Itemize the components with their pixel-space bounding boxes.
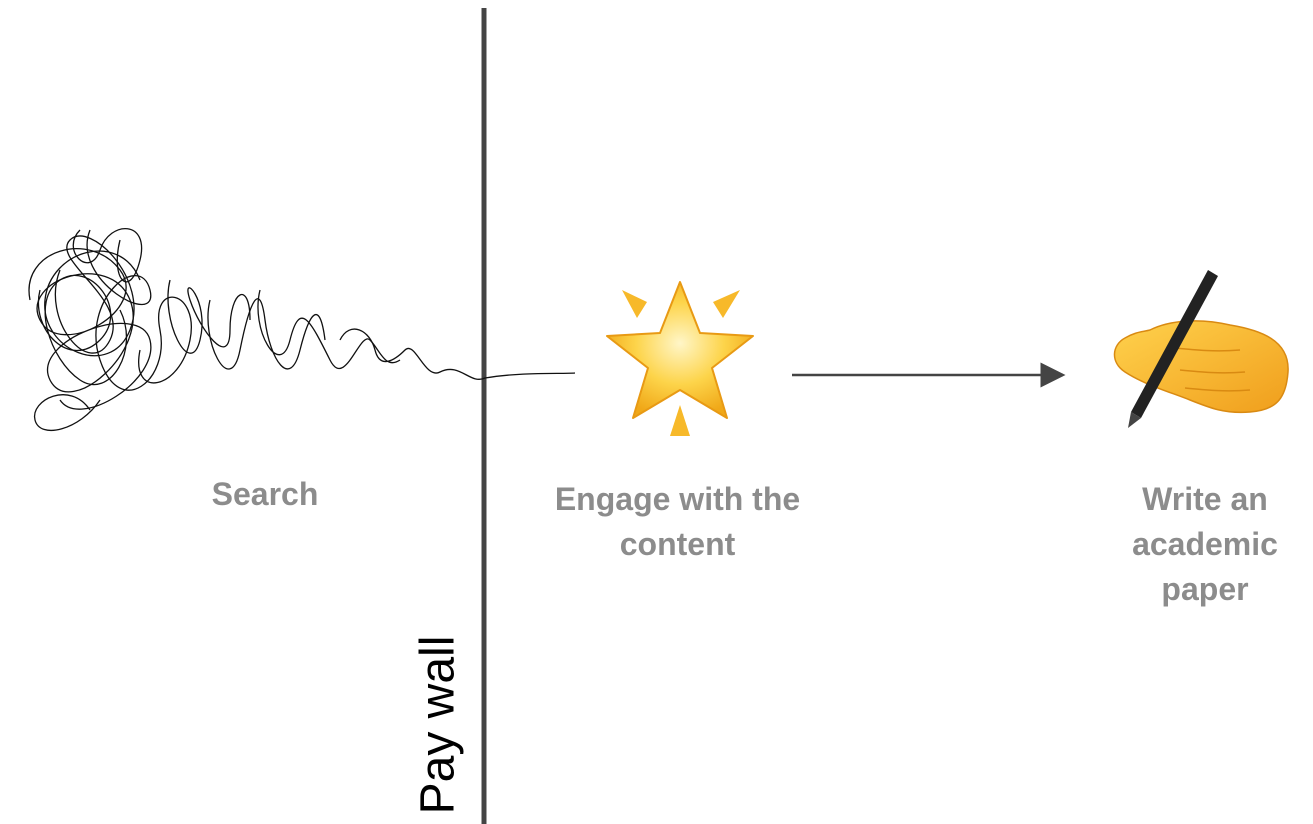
writing-hand-icon bbox=[1113, 270, 1289, 428]
glowing-star-icon bbox=[606, 281, 754, 436]
engage-label: Engage with the content bbox=[554, 481, 801, 562]
write-label: Write an academic paper bbox=[1132, 481, 1278, 607]
scribble-icon bbox=[28, 227, 576, 431]
search-label: Search bbox=[211, 476, 319, 512]
paywall-label: Pay wall bbox=[411, 635, 465, 815]
